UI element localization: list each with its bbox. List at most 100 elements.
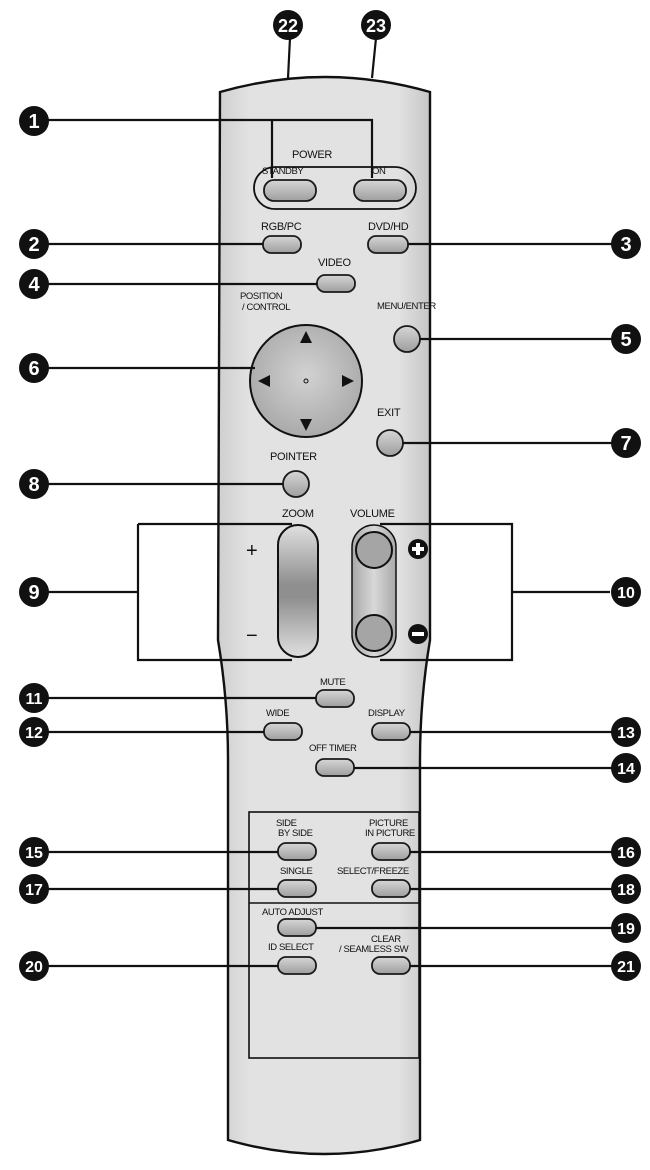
callout-18: 18 — [611, 874, 641, 904]
pip-label-line2: IN PICTURE — [365, 828, 415, 839]
auto-adjust-button[interactable] — [277, 918, 317, 937]
select-freeze-button[interactable] — [371, 879, 411, 898]
callout-13: 13 — [611, 717, 641, 747]
multi-screen-panel — [248, 811, 420, 1059]
callout-12: 12 — [19, 717, 49, 747]
volume-down-button[interactable] — [355, 614, 393, 652]
callout-3: 3 — [611, 229, 641, 259]
zoom-minus-sign: − — [246, 625, 258, 647]
position-label-line2: / CONTROL — [242, 302, 290, 313]
wide-button[interactable] — [263, 722, 303, 741]
callout-21: 21 — [611, 951, 641, 981]
mute-label: MUTE — [320, 677, 345, 688]
svg-text:22: 22 — [278, 16, 298, 36]
svg-text:3: 3 — [620, 234, 631, 256]
off-timer-button[interactable] — [315, 758, 355, 777]
on-label: ON — [372, 166, 386, 177]
callout-1: 1 — [19, 106, 49, 136]
rgb-pc-button[interactable] — [262, 235, 302, 254]
svg-text:11: 11 — [26, 691, 43, 708]
pip-label-line1: PICTURE — [369, 818, 408, 829]
video-label: VIDEO — [318, 257, 351, 269]
callout-9: 9 — [19, 577, 49, 607]
callout-17: 17 — [19, 874, 49, 904]
clear-label-line2: / SEAMLESS SW — [339, 944, 409, 955]
svg-text:8: 8 — [28, 474, 39, 496]
single-label: SINGLE — [280, 866, 313, 877]
svg-text:18: 18 — [617, 882, 635, 899]
callout-11: 11 — [19, 683, 49, 713]
callout-7: 7 — [611, 428, 641, 458]
volume-label: VOLUME — [350, 508, 395, 520]
callout-22: 22 — [273, 10, 303, 40]
position-control-pad[interactable] — [249, 324, 363, 438]
clear-seamless-sw-button[interactable] — [371, 956, 411, 975]
callout-4: 4 — [19, 269, 49, 299]
position-label-line1: POSITION — [240, 291, 283, 302]
zoom-rocker[interactable] — [277, 524, 319, 658]
arrow-up-icon[interactable] — [300, 331, 312, 343]
svg-text:17: 17 — [25, 882, 43, 899]
standby-label: STANDBY — [262, 166, 304, 177]
svg-text:12: 12 — [25, 725, 43, 742]
callout-15: 15 — [19, 837, 49, 867]
svg-text:4: 4 — [28, 274, 40, 296]
side-by-side-label-line1: SIDE — [276, 818, 297, 829]
standby-button[interactable] — [263, 179, 317, 202]
callout-2: 2 — [19, 229, 49, 259]
svg-text:19: 19 — [617, 921, 635, 938]
svg-text:15: 15 — [25, 845, 43, 862]
svg-text:10: 10 — [617, 585, 635, 602]
wide-label: WIDE — [266, 708, 289, 719]
rgb-pc-label: RGB/PC — [261, 221, 302, 233]
callout-5: 5 — [611, 324, 641, 354]
picture-in-picture-button[interactable] — [371, 842, 411, 861]
video-button[interactable] — [316, 274, 356, 293]
mute-button[interactable] — [315, 689, 355, 708]
callout-19: 19 — [611, 913, 641, 943]
arrow-left-icon[interactable] — [258, 375, 270, 387]
exit-label: EXIT — [377, 407, 401, 419]
callout-6: 6 — [19, 353, 49, 383]
plus-icon — [408, 539, 428, 559]
single-button[interactable] — [277, 879, 317, 898]
menu-enter-label: MENU/ENTER — [377, 301, 436, 312]
power-label: POWER — [292, 149, 332, 161]
minus-icon — [408, 624, 428, 644]
arrow-right-icon[interactable] — [342, 375, 354, 387]
exit-button[interactable] — [376, 429, 404, 457]
dvd-hd-button[interactable] — [367, 235, 409, 254]
side-by-side-button[interactable] — [277, 842, 317, 861]
side-by-side-label-line2: BY SIDE — [278, 828, 313, 839]
off-timer-label: OFF TIMER — [309, 743, 357, 754]
zoom-label: ZOOM — [282, 508, 314, 520]
svg-text:16: 16 — [617, 845, 635, 862]
svg-text:23: 23 — [366, 16, 386, 36]
id-select-label: ID SELECT — [268, 942, 314, 953]
volume-up-button[interactable] — [355, 531, 393, 569]
callout-20: 20 — [19, 951, 49, 981]
power-on-button[interactable] — [353, 179, 407, 202]
display-button[interactable] — [371, 722, 411, 741]
power-group-outline — [253, 166, 417, 210]
pointer-label: POINTER — [270, 451, 317, 463]
clear-label-line1: CLEAR — [371, 934, 401, 945]
callout-23: 23 — [361, 10, 391, 40]
pointer-button[interactable] — [282, 470, 310, 498]
callout-16: 16 — [611, 837, 641, 867]
svg-text:7: 7 — [620, 433, 631, 455]
select-freeze-label: SELECT/FREEZE — [337, 866, 409, 877]
pad-center-dot — [303, 378, 309, 384]
svg-text:5: 5 — [620, 329, 631, 351]
svg-text:21: 21 — [617, 959, 635, 976]
zoom-plus-sign: + — [246, 540, 258, 562]
arrow-down-icon[interactable] — [300, 419, 312, 431]
id-select-button[interactable] — [277, 956, 317, 975]
svg-text:13: 13 — [617, 725, 635, 742]
menu-enter-button[interactable] — [393, 325, 421, 353]
svg-text:2: 2 — [28, 234, 39, 256]
svg-text:20: 20 — [25, 959, 43, 976]
callout-10: 10 — [611, 577, 641, 607]
display-label: DISPLAY — [368, 708, 406, 719]
